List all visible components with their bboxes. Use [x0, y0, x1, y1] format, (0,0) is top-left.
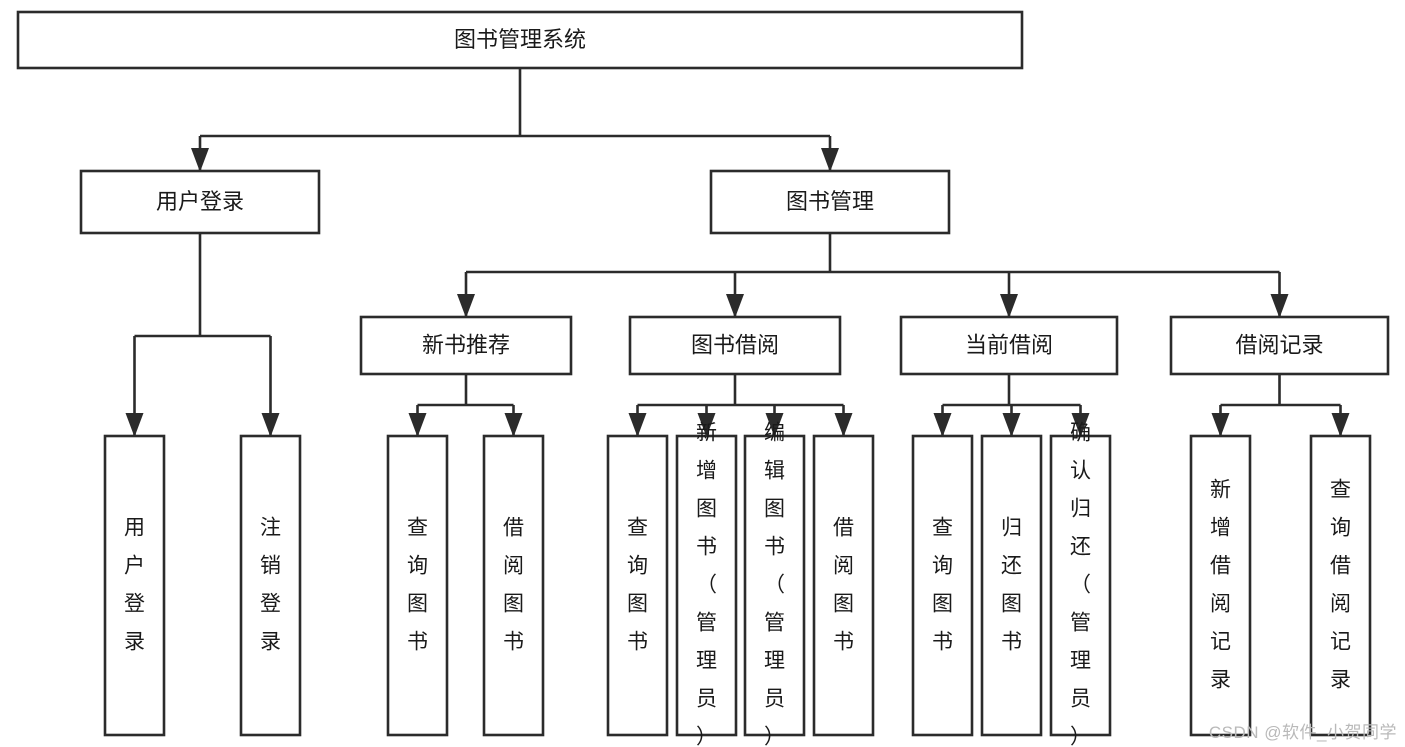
- edge-group-root: [191, 68, 839, 172]
- edge-group-book-management: [457, 233, 1289, 318]
- node-root[interactable]: 图书管理系统: [16, 10, 1024, 70]
- node-label-borrow-record: 借阅记录: [1235, 332, 1323, 357]
- node-label-new-book-recommend: 新书推荐: [422, 332, 510, 357]
- node-borrow-record[interactable]: 借阅记录: [1169, 315, 1390, 376]
- node-box-leaf-query-borrow-record: [1309, 434, 1372, 737]
- node-box-leaf-add-book-admin: [675, 434, 738, 737]
- node-leaf-add-borrow-record[interactable]: 新增借阅记录: [1189, 434, 1252, 737]
- arrow-head-icon: [765, 413, 784, 437]
- node-box-root: [16, 10, 1024, 70]
- node-box-current-borrow: [899, 315, 1119, 376]
- arrow-head-icon: [1071, 413, 1090, 437]
- node-label-leaf-query-book-current: 查询图书: [932, 516, 953, 653]
- node-leaf-query-book-borrow[interactable]: 查询图书: [606, 434, 669, 737]
- edge-group-borrow-record: [1211, 374, 1350, 437]
- node-leaf-user-logout[interactable]: 注销登录: [239, 434, 302, 737]
- node-label-leaf-add-borrow-record: 新增借阅记录: [1210, 478, 1231, 691]
- node-book-borrow[interactable]: 图书借阅: [628, 315, 842, 376]
- nodes-layer: 图书管理系统用户登录图书管理新书推荐图书借阅当前借阅借阅记录用户登录注销登录查询…: [16, 10, 1390, 747]
- edge-group-user-login: [125, 233, 280, 437]
- node-box-leaf-borrow-book-recommend: [482, 434, 545, 737]
- arrow-head-icon: [191, 148, 209, 172]
- node-box-new-book-recommend: [359, 315, 573, 376]
- node-label-leaf-edit-book-admin: 编辑图书（管理员）: [764, 421, 785, 747]
- node-book-management[interactable]: 图书管理: [709, 169, 951, 235]
- node-label-leaf-borrow-book-recommend: 借阅图书: [503, 516, 524, 653]
- node-box-book-management: [709, 169, 951, 235]
- node-leaf-confirm-return-admin[interactable]: 确认归还（管理员）: [1049, 421, 1112, 747]
- arrow-head-icon: [821, 148, 839, 172]
- node-box-leaf-confirm-return-admin: [1049, 434, 1112, 737]
- node-leaf-add-book-admin[interactable]: 新增图书（管理员）: [675, 421, 738, 747]
- node-label-leaf-borrow-book: 借阅图书: [833, 516, 854, 653]
- edge-group-book-borrow: [628, 374, 853, 437]
- node-leaf-return-book[interactable]: 归还图书: [980, 434, 1043, 737]
- node-box-leaf-edit-book-admin: [743, 434, 806, 737]
- edge-group-new-book-recommend: [408, 374, 523, 437]
- node-label-leaf-add-book-admin: 新增图书（管理员）: [696, 421, 717, 747]
- node-leaf-edit-book-admin[interactable]: 编辑图书（管理员）: [743, 421, 806, 747]
- arrow-head-icon: [1270, 294, 1289, 318]
- node-label-current-borrow: 当前借阅: [965, 332, 1053, 357]
- arrow-head-icon: [504, 413, 523, 437]
- node-box-leaf-add-borrow-record: [1189, 434, 1252, 737]
- node-leaf-user-login[interactable]: 用户登录: [103, 434, 166, 737]
- node-leaf-query-book-current[interactable]: 查询图书: [911, 434, 974, 737]
- node-label-book-management: 图书管理: [786, 189, 874, 214]
- node-label-user-login: 用户登录: [156, 189, 244, 214]
- node-label-leaf-confirm-return-admin: 确认归还（管理员）: [1070, 421, 1091, 747]
- node-box-leaf-query-book-recommend: [386, 434, 449, 737]
- node-label-root: 图书管理系统: [454, 27, 586, 52]
- node-label-book-borrow: 图书借阅: [691, 332, 779, 357]
- node-user-login[interactable]: 用户登录: [79, 169, 321, 235]
- node-box-book-borrow: [628, 315, 842, 376]
- node-label-leaf-query-book-recommend: 查询图书: [407, 516, 428, 653]
- node-new-book-recommend[interactable]: 新书推荐: [359, 315, 573, 376]
- node-label-leaf-user-logout: 注销登录: [260, 516, 281, 653]
- node-box-user-login: [79, 169, 321, 235]
- arrow-head-icon: [1000, 294, 1018, 318]
- node-box-leaf-user-logout: [239, 434, 302, 737]
- node-label-leaf-user-login: 用户登录: [124, 516, 145, 653]
- arrow-head-icon: [125, 413, 144, 437]
- arrow-head-icon: [1002, 413, 1021, 437]
- arrow-head-icon: [457, 294, 475, 318]
- node-box-leaf-query-book-current: [911, 434, 974, 737]
- arrow-head-icon: [628, 413, 647, 437]
- node-leaf-borrow-book[interactable]: 借阅图书: [812, 434, 875, 737]
- arrow-head-icon: [834, 413, 853, 437]
- node-box-leaf-borrow-book: [812, 434, 875, 737]
- edge-group-current-borrow: [933, 374, 1090, 437]
- node-box-leaf-user-login: [103, 434, 166, 737]
- node-box-borrow-record: [1169, 315, 1390, 376]
- node-leaf-borrow-book-recommend[interactable]: 借阅图书: [482, 434, 545, 737]
- node-label-leaf-query-borrow-record: 查询借阅记录: [1330, 478, 1351, 691]
- node-label-leaf-return-book: 归还图书: [1001, 516, 1022, 653]
- node-current-borrow[interactable]: 当前借阅: [899, 315, 1119, 376]
- arrow-head-icon: [261, 413, 280, 437]
- node-label-leaf-query-book-borrow: 查询图书: [627, 516, 648, 653]
- arrow-head-icon: [697, 413, 716, 437]
- arrow-head-icon: [1211, 413, 1230, 437]
- connectors-layer: [125, 68, 1350, 437]
- watermark-text: CSDN @软件_小贺同学: [1208, 723, 1397, 742]
- arrow-head-icon: [408, 413, 427, 437]
- node-box-leaf-return-book: [980, 434, 1043, 737]
- arrow-head-icon: [1331, 413, 1350, 437]
- arrow-head-icon: [726, 294, 744, 318]
- node-leaf-query-book-recommend[interactable]: 查询图书: [386, 434, 449, 737]
- node-leaf-query-borrow-record[interactable]: 查询借阅记录: [1309, 434, 1372, 737]
- arrow-head-icon: [933, 413, 952, 437]
- node-box-leaf-query-book-borrow: [606, 434, 669, 737]
